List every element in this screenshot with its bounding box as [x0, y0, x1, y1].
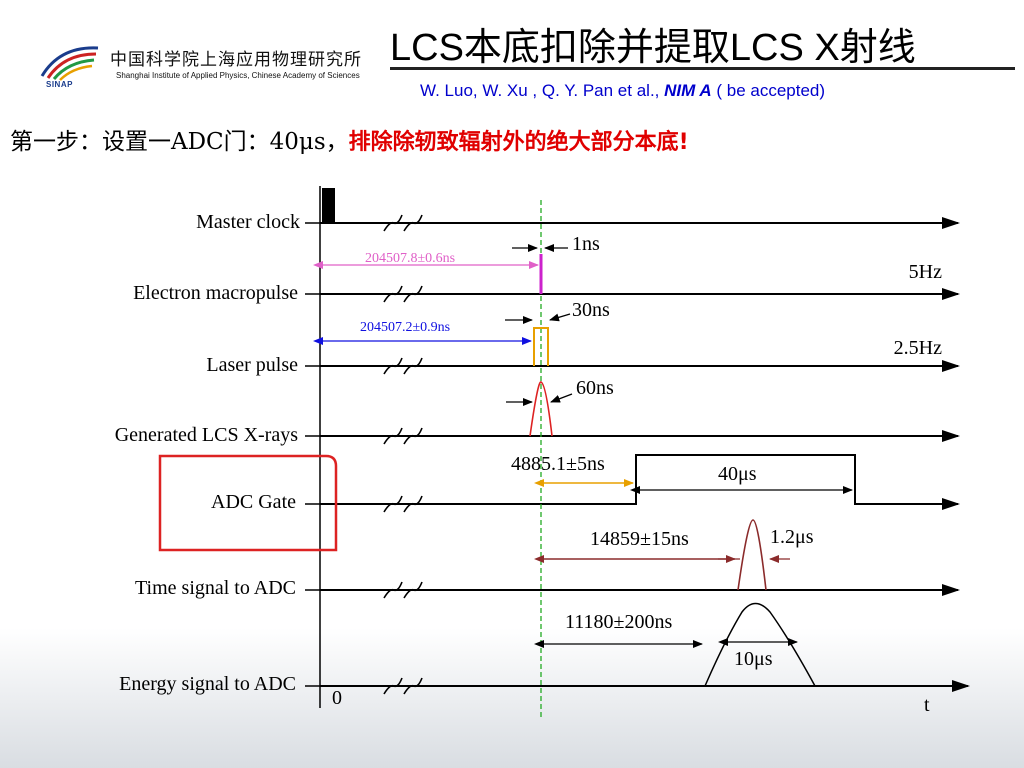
label-energy-signal: Energy signal to ADC	[119, 673, 296, 695]
label-electron-macropulse: Electron macropulse	[133, 282, 298, 304]
sinap-logo-icon	[40, 46, 99, 81]
time-signal-pulse	[737, 519, 767, 591]
slide-title: LCS本底扣除并提取LCS X射线	[390, 27, 916, 69]
e-delay-label: 204507.8±0.6ns	[365, 251, 455, 266]
l-width-arrow-right	[549, 313, 571, 322]
l-width-label: 30ns	[572, 299, 610, 321]
gate-width-label: 40μs	[718, 463, 757, 485]
x-width-arrow-right	[550, 393, 573, 403]
e-sig-width-label: 10μs	[734, 648, 773, 670]
e-width-label: 1ns	[572, 233, 600, 255]
master-clock-pulse	[322, 188, 335, 223]
energy-signal-pulse	[704, 602, 816, 687]
step-prefix: 第一步：设置一ADC门：40μs，	[10, 129, 349, 155]
l-rate-label: 2.5Hz	[894, 337, 942, 359]
logo-abbreviation: SINAP	[46, 80, 73, 89]
title-divider	[390, 67, 1015, 70]
adc-gate-highlight	[158, 454, 338, 552]
xray-pulse	[529, 381, 553, 437]
label-master-clock: Master clock	[196, 211, 300, 233]
institute-logo: SINAP 中国科学院上海应用物理研究所 Shanghai Institute …	[38, 40, 383, 92]
logo-chinese-name: 中国科学院上海应用物理研究所	[110, 50, 362, 70]
e-sig-delay-label: 11180±200ns	[565, 611, 672, 633]
e-rate-label: 5Hz	[909, 261, 942, 283]
citation: W. Luo, W. Xu , Q. Y. Pan et al., NIM A …	[420, 81, 825, 101]
t-width-label: 1.2μs	[770, 526, 814, 548]
origin-label: 0	[332, 687, 342, 709]
label-laser-pulse: Laser pulse	[206, 354, 298, 376]
timeline-adc-gate	[320, 454, 960, 510]
citation-journal: NIM A	[664, 81, 712, 100]
time-axis-label: t	[924, 694, 930, 716]
citation-authors: W. Luo, W. Xu , Q. Y. Pan et al.,	[420, 81, 665, 100]
l-delay-label: 204507.2±0.9ns	[360, 320, 450, 335]
logo-english-name: Shanghai Institute of Applied Physics, C…	[116, 71, 360, 80]
step-description: 第一步：设置一ADC门：40μs，排除除轫致辐射外的绝大部分本底!	[10, 122, 689, 156]
label-generated-lcs-xrays: Generated LCS X-rays	[115, 424, 298, 446]
time-break-marks	[383, 214, 423, 695]
t-delay-label: 14859±15ns	[590, 528, 689, 550]
citation-status: ( be accepted)	[711, 81, 826, 100]
laser-pulse	[533, 327, 549, 366]
step-highlight: 排除除轫致辐射外的绝大部分本底!	[348, 130, 689, 155]
x-width-label: 60ns	[576, 377, 614, 399]
gate-delay-label: 4885.1±5ns	[511, 453, 605, 475]
background-gradient	[0, 628, 1024, 768]
label-time-signal: Time signal to ADC	[135, 577, 296, 599]
label-adc-gate: ADC Gate	[211, 491, 296, 513]
